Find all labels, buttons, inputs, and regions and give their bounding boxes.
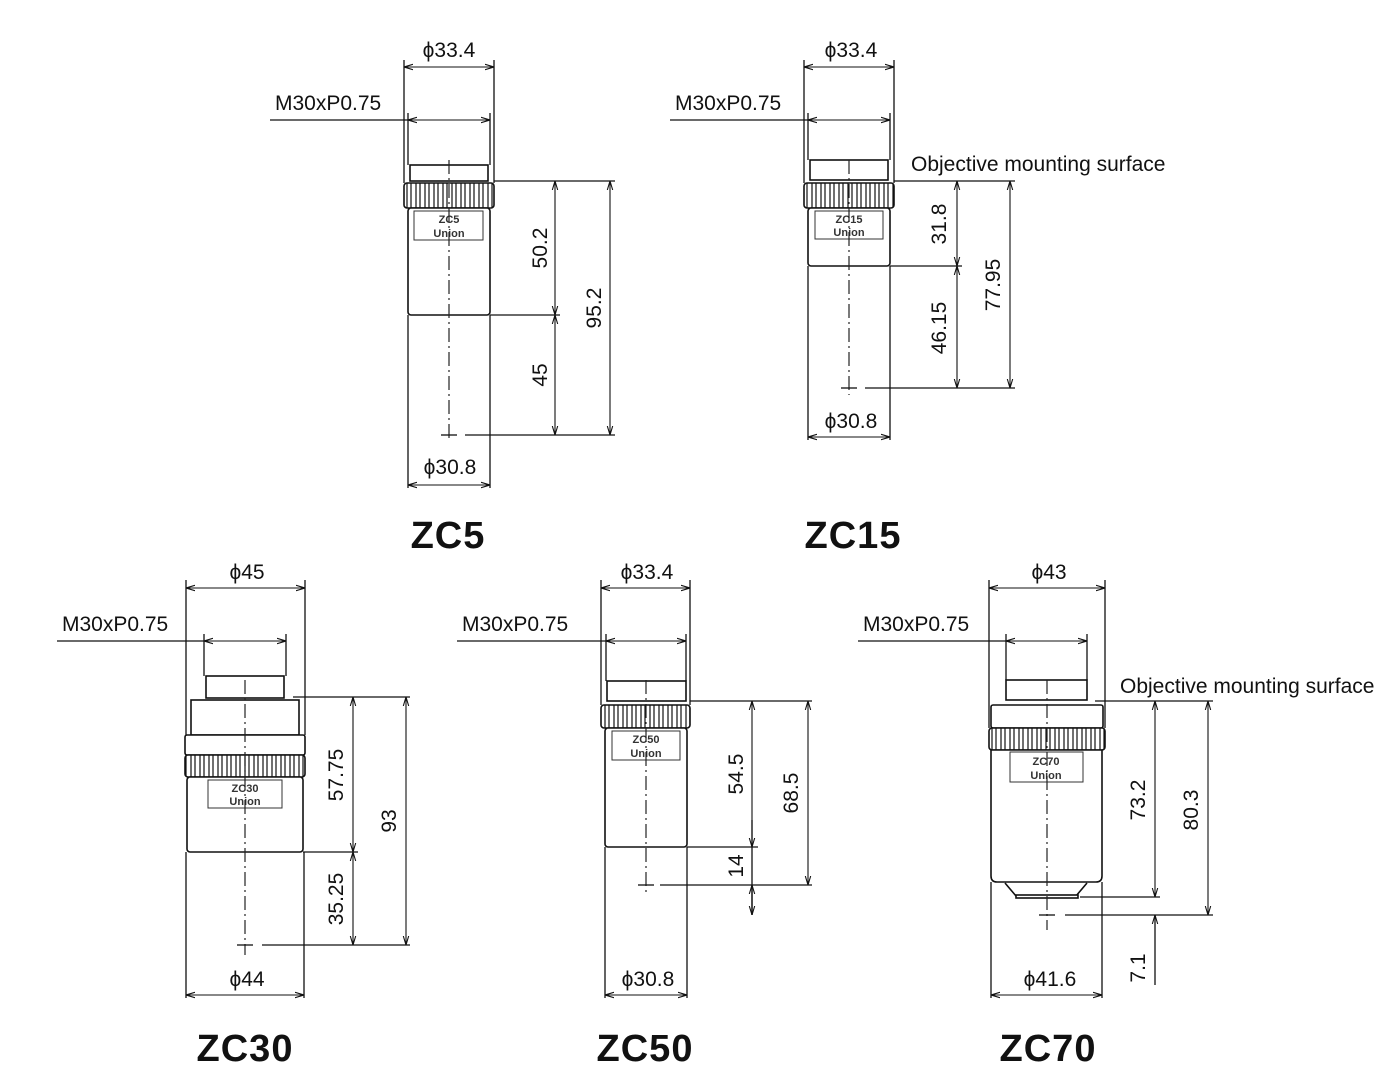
dimension-label: 95.2 xyxy=(583,288,606,329)
top-diameter-label: ϕ33.4 xyxy=(423,39,476,62)
bottom-diameter-label: ϕ41.6 xyxy=(1024,968,1077,991)
objective-zc70: ϕ43 M30xP0.75 ZC70 Union Objective mount… xyxy=(858,561,1374,1070)
bottom-diameter-label: ϕ44 xyxy=(229,968,264,991)
thread-label: M30xP0.75 xyxy=(863,613,969,636)
dimension-label: 73.2 xyxy=(1127,780,1150,821)
mounting-surface-label: Objective mounting surface xyxy=(1120,675,1374,698)
dimension-label: 54.5 xyxy=(725,754,748,795)
dimension-label: 50.2 xyxy=(529,228,552,269)
objective-title: ZC50 xyxy=(597,1028,694,1070)
dimension-label: 35.25 xyxy=(325,873,348,926)
dimension-label: 31.8 xyxy=(928,204,951,245)
bottom-diameter-label: ϕ30.8 xyxy=(825,410,878,433)
engraving-brand: Union xyxy=(1030,770,1061,782)
thread-label: M30xP0.75 xyxy=(675,92,781,115)
top-diameter-label: ϕ33.4 xyxy=(621,561,674,584)
dimension-label: 14 xyxy=(725,854,748,878)
top-diameter-label: ϕ43 xyxy=(1031,561,1066,584)
objective-zc15: ϕ33.4 M30xP0.75 ZC15 Union Objective mou… xyxy=(670,39,1165,557)
dimension-label: 7.1 xyxy=(1127,953,1150,982)
dimension-label: 45 xyxy=(529,363,552,386)
objective-title: ZC30 xyxy=(197,1028,294,1070)
top-diameter-label: ϕ33.4 xyxy=(825,39,878,62)
objective-zc30: ϕ45 M30xP0.75 ZC30 Union 57.75 35.25 93 … xyxy=(57,561,410,1070)
objective-zc50: ϕ33.4 M30xP0.75 ZC50 Union 54.5 14 68.5 … xyxy=(457,561,812,1070)
thread-label: M30xP0.75 xyxy=(462,613,568,636)
dimension-label: 68.5 xyxy=(780,773,803,814)
dimension-label: 57.75 xyxy=(325,749,348,802)
top-diameter-label: ϕ45 xyxy=(229,561,264,584)
dimension-label: 93 xyxy=(378,809,401,832)
thread-label: M30xP0.75 xyxy=(275,92,381,115)
thread-label: M30xP0.75 xyxy=(62,613,168,636)
bottom-diameter-label: ϕ30.8 xyxy=(622,968,675,991)
objective-title: ZC5 xyxy=(411,515,486,557)
objective-title: ZC70 xyxy=(1000,1028,1097,1070)
objective-zc5: ϕ33.4 M30xP0.75 ZC5 Union 50.2 45 95.2 ϕ… xyxy=(270,39,615,557)
dimension-label: 80.3 xyxy=(1180,790,1203,831)
dimension-label: 77.95 xyxy=(982,259,1005,312)
bottom-diameter-label: ϕ30.8 xyxy=(424,456,477,479)
engraving-model: ZC70 xyxy=(1033,756,1060,768)
mounting-surface-label: Objective mounting surface xyxy=(911,153,1165,176)
objective-title: ZC15 xyxy=(805,515,902,557)
dimension-label: 46.15 xyxy=(928,302,951,355)
